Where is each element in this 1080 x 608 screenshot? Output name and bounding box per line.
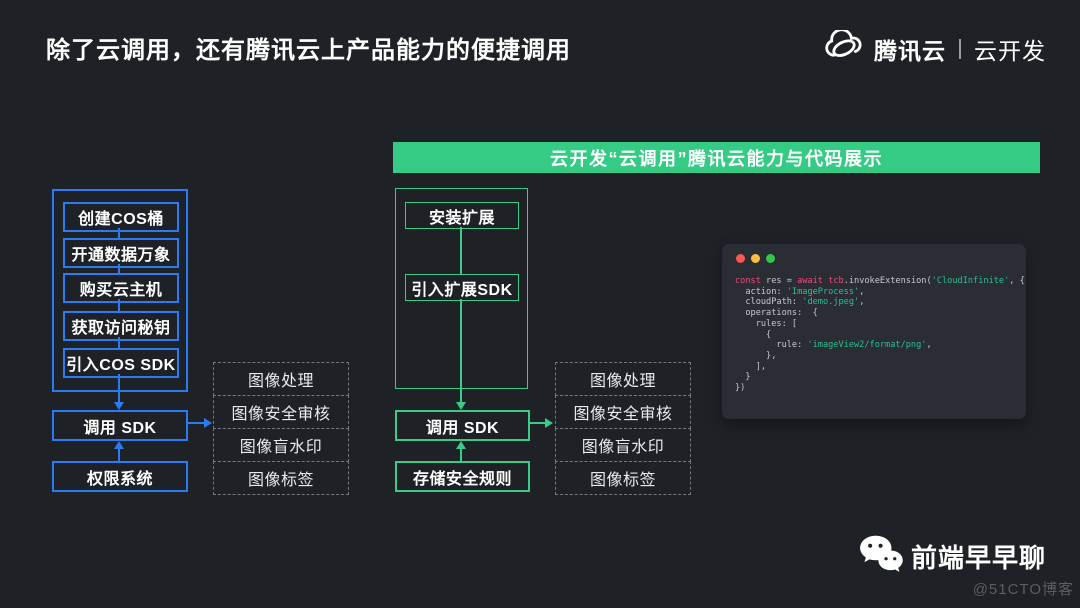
left-call-sdk-box: 调用 SDK — [52, 410, 188, 441]
arrow-up-icon — [114, 441, 124, 449]
left-capabilities-group: 图像处理 图像安全审核 图像盲水印 图像标签 — [213, 362, 349, 495]
connector-line — [118, 228, 120, 238]
wechat-icon — [858, 534, 904, 579]
section-banner: 云开发“云调用”腾讯云能力与代码展示 — [393, 142, 1040, 173]
connector-line — [118, 299, 120, 311]
connector-line — [118, 264, 120, 273]
brand: 腾讯云 云开发 — [823, 28, 1046, 67]
code-panel: const res = await tcb.invokeExtension('C… — [722, 244, 1026, 419]
capability-item: 图像盲水印 — [555, 428, 691, 462]
arrow-down-icon — [114, 402, 124, 410]
arrow-down-line — [118, 390, 120, 403]
traffic-light-yellow-icon — [751, 254, 760, 263]
mid-flow-step-2: 引入扩展SDK — [405, 274, 519, 301]
capability-item: 图像标签 — [213, 461, 349, 495]
watermark: 前端早早聊 — [858, 534, 1046, 579]
connector-line — [460, 299, 462, 388]
watermark-title: 前端早早聊 — [911, 543, 1047, 573]
left-flow-step-4: 获取访问秘钥 — [63, 311, 179, 341]
capability-item: 图像处理 — [213, 362, 349, 396]
capability-item: 图像标签 — [555, 461, 691, 495]
connector-line — [118, 337, 120, 348]
capability-item: 图像安全审核 — [213, 395, 349, 429]
mid-call-sdk-box: 调用 SDK — [395, 410, 530, 441]
capability-item: 图像安全审核 — [555, 395, 691, 429]
brand-name: 腾讯云 — [874, 37, 946, 64]
arrow-down-icon — [456, 402, 466, 410]
arrow-right-icon — [204, 418, 212, 428]
arrow-right-icon — [545, 418, 553, 428]
left-base-box: 权限系统 — [52, 461, 188, 492]
mid-flow-step-1: 安装扩展 — [405, 202, 519, 229]
code-block: const res = await tcb.invokeExtension('C… — [735, 276, 1025, 394]
watermark-credit: @51CTO博客 — [972, 581, 1074, 598]
page-title: 除了云调用，还有腾讯云上产品能力的便捷调用 — [46, 37, 571, 64]
left-flow-step-5: 引入COS SDK — [63, 348, 179, 378]
arrow-up-line — [460, 448, 462, 461]
arrow-up-icon — [456, 441, 466, 449]
tencent-cloud-logo-icon — [823, 28, 865, 67]
mid-base-box: 存储安全规则 — [395, 461, 530, 492]
connector-line — [118, 374, 120, 390]
brand-divider — [959, 38, 961, 59]
arrow-up-line — [118, 448, 120, 461]
left-flow-step-2: 开通数据万象 — [63, 238, 179, 268]
left-flow-step-1: 创建COS桶 — [63, 202, 179, 232]
left-flow-step-3: 购买云主机 — [63, 273, 179, 303]
connector-line — [460, 227, 462, 274]
capability-item: 图像盲水印 — [213, 428, 349, 462]
traffic-light-green-icon — [766, 254, 775, 263]
arrow-right-line — [188, 422, 205, 424]
brand-product: 云开发 — [974, 37, 1046, 64]
capability-item: 图像处理 — [555, 362, 691, 396]
traffic-light-red-icon — [736, 254, 745, 263]
arrow-down-line — [460, 388, 462, 403]
mid-capabilities-group: 图像处理 图像安全审核 图像盲水印 图像标签 — [555, 362, 691, 495]
window-controls — [736, 254, 775, 263]
arrow-right-line — [530, 422, 546, 424]
left-flow-container — [52, 189, 188, 392]
